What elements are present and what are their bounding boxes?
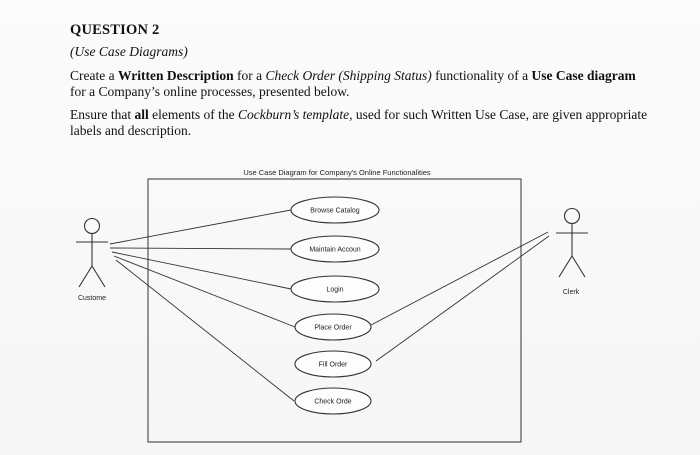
clerk-actor-label: Clerk xyxy=(563,289,580,296)
instruction-paragraph-1: Create a Written Description for a Check… xyxy=(70,68,636,99)
use-case-label: Check Orde xyxy=(314,399,351,406)
use-case-label: Login xyxy=(326,287,343,294)
customer-actor-icon xyxy=(76,217,108,288)
use-case-label: Maintain Accoun xyxy=(309,247,360,254)
diagram-title: Use Case Diagram for Company's Online Fu… xyxy=(243,168,431,177)
system-boundary xyxy=(147,178,522,443)
association-line xyxy=(115,259,295,402)
use-case-label: Browse Catalog xyxy=(310,208,360,215)
question-heading: QUESTION 2 xyxy=(70,22,160,38)
use-case-browse-catalog xyxy=(290,196,380,224)
question-subheading: (Use Case Diagrams) xyxy=(70,44,188,59)
association-line xyxy=(111,251,292,290)
instruction-paragraph-2: Ensure that all elements of the Cockburn… xyxy=(70,107,648,138)
use-case-place-order xyxy=(294,313,372,341)
use-case-label: Place Order xyxy=(314,325,352,332)
association-line xyxy=(370,231,549,326)
customer-associations xyxy=(109,209,296,402)
clerk-actor-icon xyxy=(556,207,588,278)
clerk-associations xyxy=(370,231,550,362)
customer-actor-label: Custome xyxy=(78,295,106,302)
use-case-maintain-account xyxy=(290,235,380,263)
association-line xyxy=(109,209,292,245)
association-line xyxy=(113,255,296,328)
use-case-check-order xyxy=(294,387,372,415)
use-case-fill-order xyxy=(294,350,372,378)
use-case-label: Fill Order xyxy=(319,362,348,369)
association-line xyxy=(375,235,550,362)
use-case-login xyxy=(290,275,380,303)
association-line xyxy=(109,247,292,250)
